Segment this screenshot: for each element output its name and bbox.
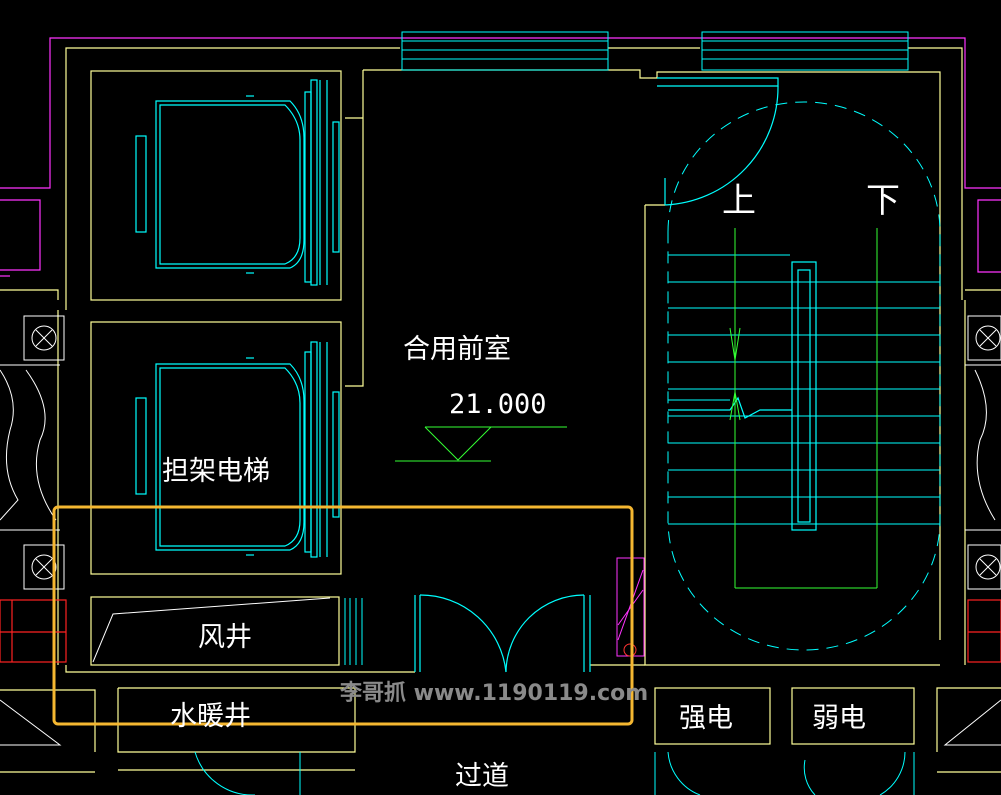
walls — [0, 47, 1001, 773]
stair-path — [729, 228, 878, 589]
level-marker — [395, 426, 567, 462]
corridor-door-arcs — [194, 751, 915, 795]
watermark: 李哥抓 www.1190119.com — [339, 680, 648, 706]
label-air-shaft: 风井 — [198, 622, 252, 653]
stair-treads — [668, 254, 940, 525]
label-water-heating-shaft: 水暖井 — [170, 701, 251, 732]
stair-handrail — [668, 261, 817, 531]
highlight-box — [52, 505, 634, 726]
label-strong-electric: 强电 — [679, 703, 733, 734]
left-equipment — [0, 315, 65, 746]
double-door — [414, 594, 591, 673]
label-stair-up: 上 — [722, 181, 756, 221]
elevator-car-1 — [135, 79, 340, 286]
outer-boundary — [0, 37, 1001, 277]
label-stair-down: 下 — [866, 181, 900, 221]
label-corridor: 过道 — [455, 761, 509, 792]
label-level: 21.000 — [449, 389, 547, 420]
stair-door — [657, 77, 779, 206]
right-equipment — [943, 315, 1001, 746]
air-shaft-detail — [92, 597, 331, 663]
label-stretcher-elevator: 担架电梯 — [162, 456, 270, 487]
elevator-car-2 — [135, 341, 340, 558]
label-weak-electric: 弱电 — [812, 703, 866, 734]
right-red-item — [967, 599, 1001, 663]
air-shaft-frames — [344, 598, 363, 665]
left-red-item — [0, 599, 67, 663]
top-windows — [401, 31, 909, 71]
stair-enclosure — [667, 101, 941, 651]
label-front-room: 合用前室 — [403, 334, 511, 365]
